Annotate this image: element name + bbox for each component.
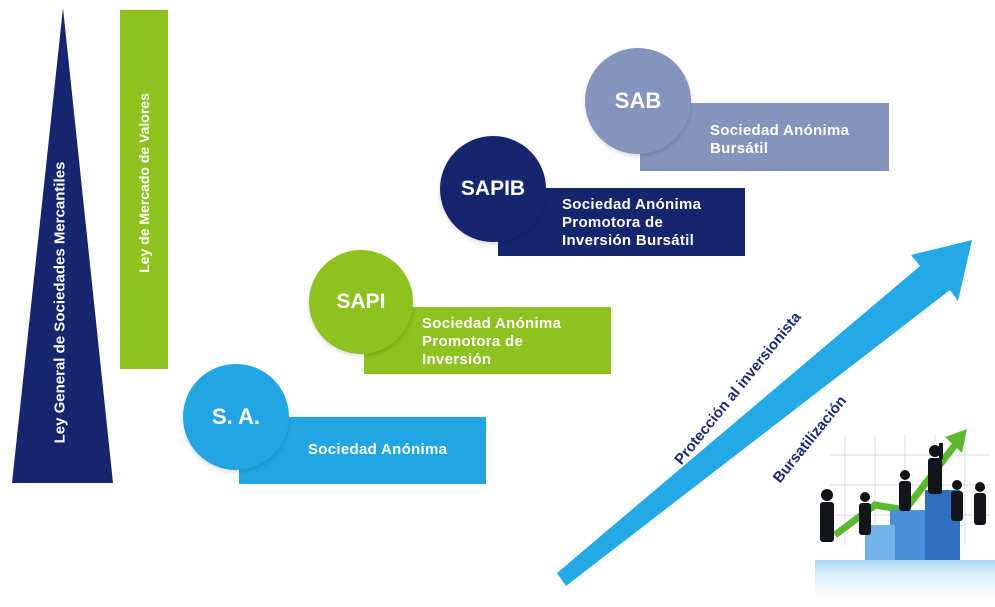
step-sapi-line-2: Promotora de bbox=[422, 333, 524, 350]
step-sapi-line-1: Sociedad Anónima bbox=[422, 315, 562, 332]
lgsm-triangle-shape bbox=[12, 8, 113, 483]
step-sapib-circle: SAPIB bbox=[440, 136, 546, 242]
step-sab-line-2: Bursátil bbox=[710, 140, 769, 157]
lmv-bar-shape bbox=[120, 10, 168, 369]
step-sab-circle: SAB bbox=[585, 48, 691, 154]
step-sapi-abbr: SAPI bbox=[336, 290, 386, 313]
step-sapib-line-1: Sociedad Anónima bbox=[562, 196, 702, 213]
step-sapi-circle: SAPI bbox=[309, 250, 413, 354]
step-sab-abbr: SAB bbox=[614, 88, 662, 113]
step-sa-line-1: Sociedad Anónima bbox=[308, 441, 448, 458]
step-sab-line-1: Sociedad Anónima bbox=[710, 122, 850, 139]
step-sapib-abbr: SAPIB bbox=[460, 177, 526, 200]
step-sa-circle: S. A. bbox=[183, 364, 289, 470]
business-growth-illustration bbox=[815, 429, 995, 605]
step-sapib-line-2: Promotora de bbox=[562, 214, 664, 231]
step-sapi-line-3: Inversión bbox=[422, 351, 492, 368]
step-sapib-line-3: Inversión Bursátil bbox=[562, 232, 695, 249]
step-sa-abbr: S. A. bbox=[211, 404, 261, 429]
